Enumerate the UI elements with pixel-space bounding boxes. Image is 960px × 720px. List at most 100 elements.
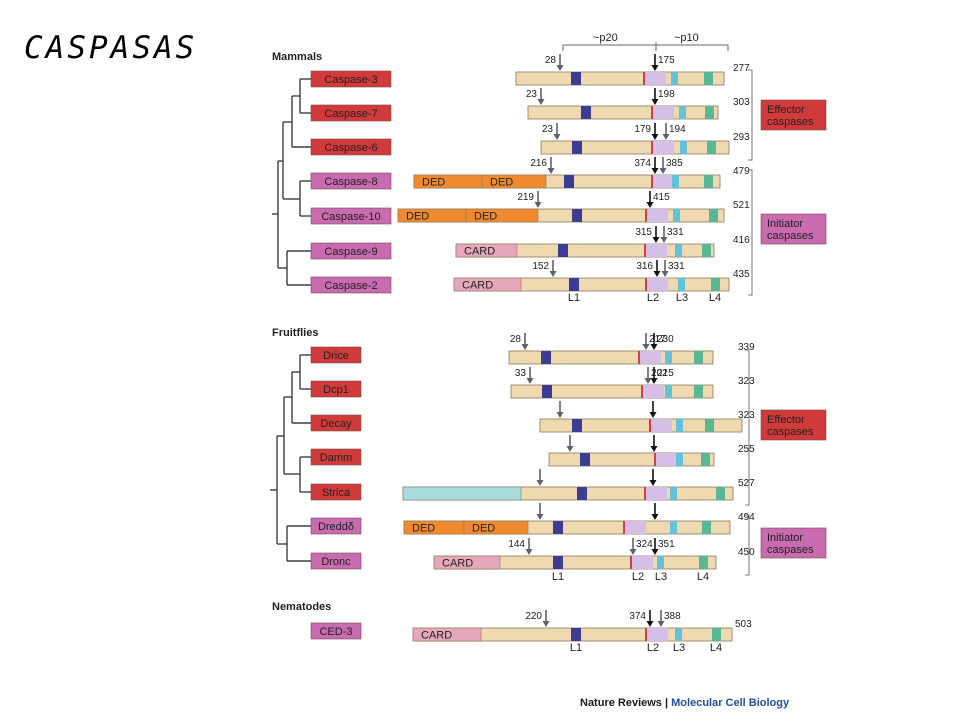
cleavage-arrow <box>534 191 542 208</box>
cleavage-arrow <box>536 469 544 486</box>
cleavage-site-label: 198 <box>658 89 675 100</box>
loop-label: L2 <box>647 292 659 304</box>
protein-name-box: Strica <box>310 483 362 501</box>
cleavage-arrow <box>652 226 660 243</box>
loop-l1 <box>553 556 563 569</box>
protein-backbone <box>540 140 730 155</box>
class-label-line2: caspases <box>767 116 814 128</box>
loop-label: L1 <box>552 571 564 583</box>
loop-l2 <box>655 453 677 466</box>
loop-label: L4 <box>709 292 721 304</box>
subunit-bracket <box>562 44 729 51</box>
protein-name-box: Caspase-6 <box>310 138 392 156</box>
protein-length: 293 <box>733 132 750 143</box>
ded-domain <box>481 174 547 189</box>
cleavage-arrow <box>547 157 555 174</box>
protein-name: Caspase-2 <box>324 280 377 292</box>
cleavage-site-label: 351 <box>658 539 675 550</box>
protein-name: Decay <box>320 418 352 430</box>
cleavage-site-label: 33 <box>515 368 527 379</box>
ded-label: DED <box>472 523 495 535</box>
class-box <box>760 527 827 559</box>
cleavage-site-label: 230 <box>657 334 674 345</box>
protein-name-box: Caspase-2 <box>310 276 392 294</box>
protein-length: 527 <box>738 478 755 489</box>
protein-name-bg <box>310 483 362 501</box>
cleavage-arrow <box>536 503 544 520</box>
cleavage-site-label: 216 <box>530 158 547 169</box>
protein-name: Caspase-6 <box>324 142 377 154</box>
ded-label: DED <box>474 211 497 223</box>
loop-l4 <box>702 244 711 257</box>
loop-l3 <box>673 209 680 222</box>
loop-l4 <box>704 175 713 188</box>
cleavage-site-label: 215 <box>657 368 674 379</box>
loop-l4 <box>694 385 703 398</box>
loop-l2 <box>646 278 668 291</box>
loop-l3 <box>671 72 678 85</box>
cleavage-arrow <box>651 157 659 174</box>
loop-label: L3 <box>673 642 685 654</box>
protein-name-bg <box>310 242 392 260</box>
cleavage-site-label: 23 <box>526 89 538 100</box>
loop-l1 <box>571 628 581 641</box>
protein-length: 323 <box>738 376 755 387</box>
protein-name-bg <box>310 138 392 156</box>
protein-name: Damm <box>320 452 352 464</box>
protein-name: Caspase-7 <box>324 108 377 120</box>
cleavage-site-label: 220 <box>525 611 542 622</box>
protein-name: Dronc <box>321 556 351 568</box>
loop-l3 <box>675 244 682 257</box>
class-box <box>760 409 827 441</box>
cleavage-arrow <box>651 538 659 555</box>
cleavage-arrow <box>556 54 564 71</box>
protein-name-bg <box>310 276 392 294</box>
group-heading: Nematodes <box>272 601 331 613</box>
loop-l2 <box>650 419 672 432</box>
cleavage-arrow <box>650 333 658 350</box>
protein-name-bg <box>310 517 362 535</box>
protein-name: Drice <box>323 350 349 362</box>
cleavage-arrow <box>644 367 652 384</box>
loop-l4 <box>701 453 710 466</box>
credit-publisher: Nature Reviews <box>580 697 662 709</box>
card-domain <box>433 555 501 570</box>
cleavage-site-label: 374 <box>629 611 646 622</box>
credit-journal: Molecular Cell Biology <box>671 697 790 709</box>
cleavage-arrow <box>650 435 658 452</box>
protein-name-box: Caspase-7 <box>310 104 392 122</box>
cleavage-arrow <box>659 157 667 174</box>
protein-length: 323 <box>738 410 755 421</box>
cleavage-site-label: 217 <box>649 334 666 345</box>
protein-length: 303 <box>733 97 750 108</box>
cleavage-site-label: 219 <box>517 192 534 203</box>
protein-name-bg <box>310 552 362 570</box>
protein-length: 255 <box>738 444 755 455</box>
loop-label: L3 <box>655 571 667 583</box>
card-label: CARD <box>464 246 495 258</box>
protein-length: 479 <box>733 166 750 177</box>
protein-length: 521 <box>733 200 750 211</box>
loop-l3 <box>679 106 686 119</box>
ded-label: DED <box>406 211 429 223</box>
loop-l4 <box>712 628 721 641</box>
cleavage-arrow <box>649 401 657 418</box>
protein-name: CED-3 <box>319 626 352 638</box>
loop-l1 <box>572 209 582 222</box>
loop-l3 <box>672 175 679 188</box>
class-label-line1: Effector <box>767 414 805 426</box>
cleavage-arrow <box>651 54 659 71</box>
figure-credit: Nature Reviews | Molecular Cell Biology <box>580 697 789 709</box>
prodomain <box>402 486 522 501</box>
loop-l4 <box>702 521 711 534</box>
loop-l4 <box>704 72 713 85</box>
